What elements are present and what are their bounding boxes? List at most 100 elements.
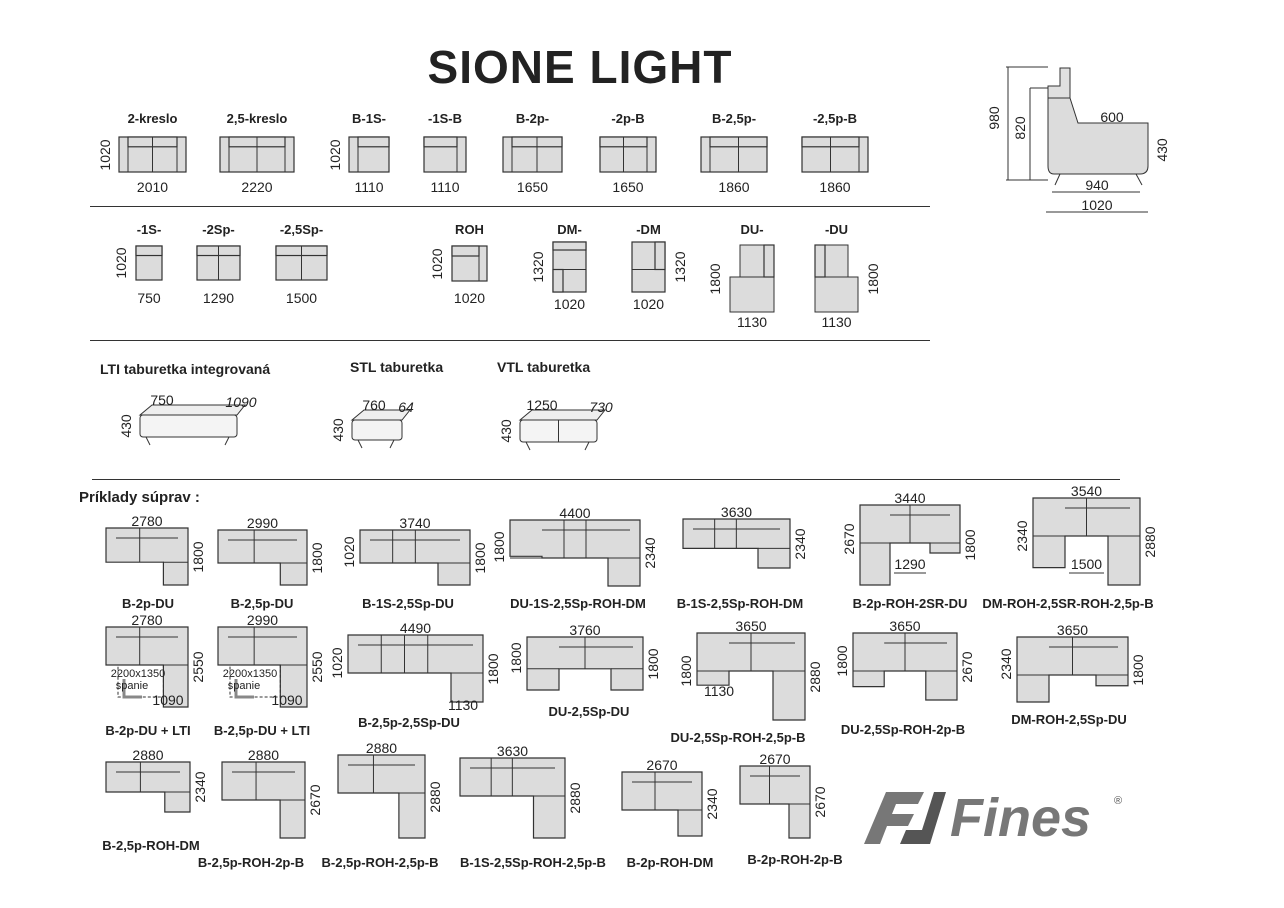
set-name: DU-2,5Sp-ROH-2,5p-B	[670, 730, 806, 745]
module-name: -DU	[824, 222, 849, 237]
set-left-depth: 2340	[1014, 519, 1030, 552]
module-name: 2-kreslo	[127, 111, 178, 126]
chair-inner-depth: 940	[1085, 177, 1109, 193]
set-name: DM-ROH-2,5Sp-DU	[1011, 712, 1127, 727]
set-width: 3740	[399, 515, 431, 531]
module-width: 1500	[285, 290, 318, 306]
sleep-label: spanie	[227, 680, 261, 692]
set-right-depth: 2880	[1142, 525, 1158, 558]
ottoman-width: 760	[362, 397, 386, 413]
module-depth: 1020	[429, 247, 445, 280]
set-layout-shape	[217, 626, 308, 708]
module-name: B-2p-	[515, 111, 550, 126]
module-name: DU-	[740, 222, 764, 237]
module-width: 2010	[136, 179, 169, 195]
module-width: 1650	[516, 179, 549, 195]
sleep-size: 2200x1350	[110, 668, 166, 680]
set-name: B-2,5p-ROH-2p-B	[197, 855, 305, 870]
set-right-depth: 2880	[567, 782, 583, 814]
module-width: 1020	[553, 296, 586, 312]
module-name: DM-	[557, 222, 582, 237]
module-width: 2220	[241, 179, 273, 195]
set-right-depth: 1800	[472, 541, 488, 574]
set-layout-shape	[221, 761, 306, 839]
leg	[525, 441, 531, 451]
module-name: -2,5Sp-	[279, 222, 324, 237]
module-width: 1130	[736, 314, 768, 330]
module-depth: 1800	[707, 262, 723, 295]
module-depth: 1020	[113, 247, 129, 279]
set-left-depth: 1800	[508, 641, 524, 674]
set-name: B-2p-ROH-2SR-DU	[852, 596, 968, 611]
set-right-depth: 1800	[962, 529, 978, 561]
module-width: 1110	[430, 179, 460, 195]
set-right-depth: 2670	[959, 650, 975, 683]
chair-height: 980	[986, 106, 1002, 130]
module-name: -2p-B	[611, 111, 645, 126]
set-right-depth: 1800	[485, 652, 501, 685]
module-width: 1110	[354, 179, 384, 195]
ottoman-height: 430	[118, 414, 134, 438]
set-name: B-2p-DU + LTI	[105, 723, 191, 738]
chair-headrest	[1047, 67, 1071, 99]
set-width: 2670	[759, 751, 791, 767]
ottoman-body	[351, 419, 403, 441]
backrest	[423, 136, 458, 148]
extend-arrow-icon	[234, 679, 254, 699]
set-left-depth: 1020	[341, 535, 357, 568]
set-width: 3630	[720, 504, 753, 520]
extend-arrow-icon	[122, 679, 142, 699]
set-right-depth: 1800	[645, 647, 661, 680]
armrest	[814, 244, 826, 278]
set-left-depth: 1800	[678, 654, 694, 687]
set-name: B-2,5p-ROH-DM	[102, 838, 200, 853]
module-width: 1290	[202, 290, 235, 306]
backrest	[552, 241, 587, 251]
set-left-depth: 1800	[834, 644, 850, 677]
set-width: 3440	[894, 490, 926, 506]
set-name: DU-2,5Sp-DU	[548, 704, 630, 719]
armrest	[552, 268, 564, 293]
set-right-depth: 2670	[812, 786, 828, 818]
set-left-depth: 1020	[329, 646, 345, 679]
ottoman-depth: 1090	[225, 394, 257, 410]
set-width: 3650	[735, 618, 767, 634]
set-name: B-1S-2,5Sp-ROH-DM	[676, 596, 804, 611]
ottoman-depth: 64	[398, 399, 414, 415]
page-title: SIONE LIGHT	[427, 41, 733, 93]
module-name: -2Sp-	[202, 222, 235, 237]
set-layout-shape	[105, 527, 189, 586]
module-depth: 1320	[530, 251, 546, 283]
module-width: 1860	[819, 179, 851, 195]
module-name: B-2,5p-	[711, 111, 757, 126]
set-right-depth: 2340	[704, 788, 720, 820]
svg-text:®: ®	[1114, 795, 1122, 807]
chair-back-height: 820	[1012, 116, 1028, 140]
divider	[92, 479, 1120, 480]
set-width: 4400	[559, 505, 591, 521]
module-depth: 1800	[865, 262, 881, 295]
examples-title: Príklady súprav :	[79, 489, 200, 506]
backrest	[451, 245, 480, 257]
logo-text: Fines	[950, 788, 1091, 848]
module-name: ROH	[455, 222, 484, 237]
divider	[90, 340, 930, 341]
chair-seat-depth: 600	[1100, 109, 1124, 125]
module-depth: 1320	[672, 251, 688, 283]
set-width: 3630	[496, 743, 529, 759]
set-width: 2670	[646, 757, 678, 773]
ottoman-name: LTI taburetka integrovaná	[100, 361, 271, 377]
set-bottom-width: 1090	[152, 692, 184, 708]
chair-profile	[1047, 97, 1149, 175]
set-right-depth: 2340	[192, 771, 208, 803]
module-width: 1130	[821, 314, 852, 330]
set-width: 2990	[246, 612, 279, 628]
leg	[1054, 173, 1061, 186]
module-name: 2,5-kreslo	[226, 111, 288, 126]
set-right-depth: 2880	[427, 780, 443, 813]
set-width: 2780	[131, 513, 163, 529]
set-name: DM-ROH-2,5SR-ROH-2,5p-B	[982, 596, 1154, 611]
module-width: 1650	[612, 179, 644, 195]
module-width: 1860	[718, 179, 750, 195]
